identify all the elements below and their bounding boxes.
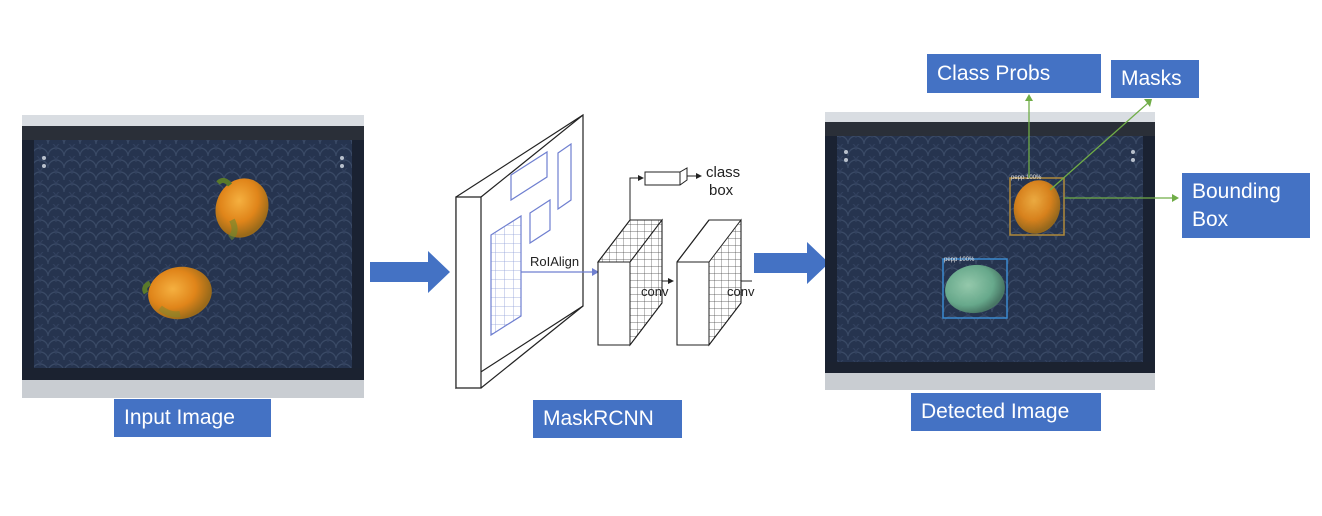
- conv-label-2: conv: [727, 284, 755, 299]
- detection-bottom: pepp 100%: [942, 257, 1008, 319]
- callout-arrows: [1025, 94, 1179, 202]
- bounding-box-label-line2: Box: [1192, 208, 1229, 231]
- bounding-box-label-line1: Bounding: [1192, 180, 1281, 203]
- detection-top: pepp 100%: [1009, 175, 1065, 236]
- flow-arrow-2: [754, 242, 829, 284]
- pepper-top: [215, 177, 269, 241]
- conv-label-1: conv: [641, 284, 669, 299]
- input-image-label: Input Image: [114, 399, 271, 437]
- box-output-label: box: [709, 182, 734, 199]
- detection-top-label: pepp 100%: [1011, 175, 1042, 181]
- flow-arrow-1: [370, 251, 450, 293]
- bounding-box-label: Bounding Box: [1182, 173, 1310, 238]
- class-probs-label: Class Probs: [927, 54, 1101, 93]
- detection-bottom-label: pepp 100%: [944, 257, 975, 263]
- input-image: [22, 115, 364, 398]
- maskrcnn-network: RoIAlign conv conv class box: [455, 113, 755, 390]
- detected-image: pepp 100% pepp 100%: [825, 112, 1155, 390]
- maskrcnn-label: MaskRCNN: [533, 400, 682, 438]
- pepper-bottom: [142, 266, 212, 320]
- masks-label: Masks: [1111, 60, 1199, 98]
- detected-image-label: Detected Image: [911, 393, 1101, 431]
- roialign-label: RoIAlign: [530, 254, 579, 269]
- class-output-label: class: [706, 164, 740, 181]
